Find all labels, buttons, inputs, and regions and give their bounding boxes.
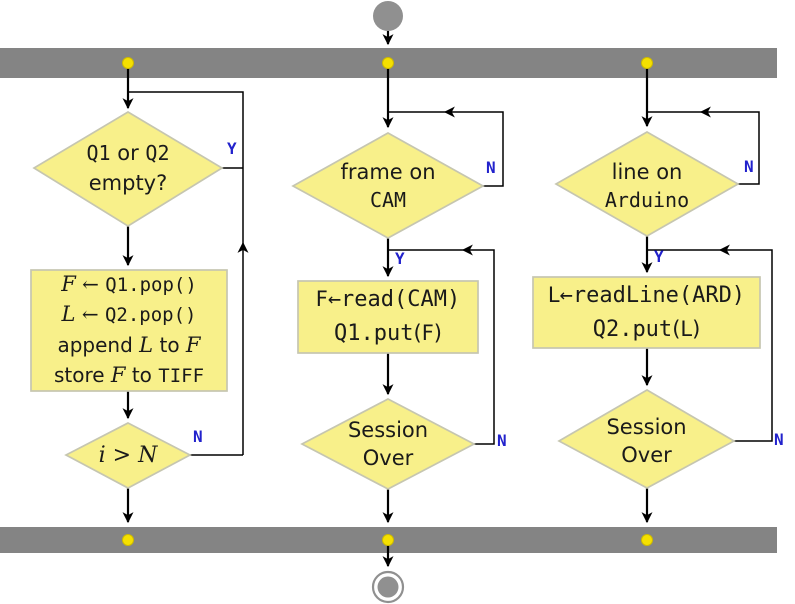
fork-dot-middle (382, 57, 394, 69)
loop-middle-no2 (461, 244, 495, 445)
process-box-middle-camera (297, 280, 479, 354)
end-node (377, 576, 399, 598)
loop-right-no2 (718, 244, 773, 442)
decision-right-line-on-arduino (554, 131, 740, 237)
process-box-left-writer (30, 269, 228, 392)
fork-dot-right (641, 57, 653, 69)
loop-right-no1 (699, 106, 760, 185)
decision-middle-session-over (300, 398, 476, 490)
join-dot-middle (382, 534, 394, 546)
join-dot-right (641, 534, 653, 546)
join-dot-left (122, 534, 134, 546)
decision-left-i-greater-n (64, 422, 192, 489)
decision-right-session-over (557, 389, 736, 489)
decision-left-queues-empty (32, 111, 224, 227)
process-box-right-arduino (532, 276, 761, 349)
fork-dot-left (122, 57, 134, 69)
loop-middle-no1 (443, 106, 504, 187)
start-node (373, 1, 403, 31)
decision-middle-frame-on-cam (291, 132, 485, 239)
loop-left-return-top (128, 91, 244, 243)
